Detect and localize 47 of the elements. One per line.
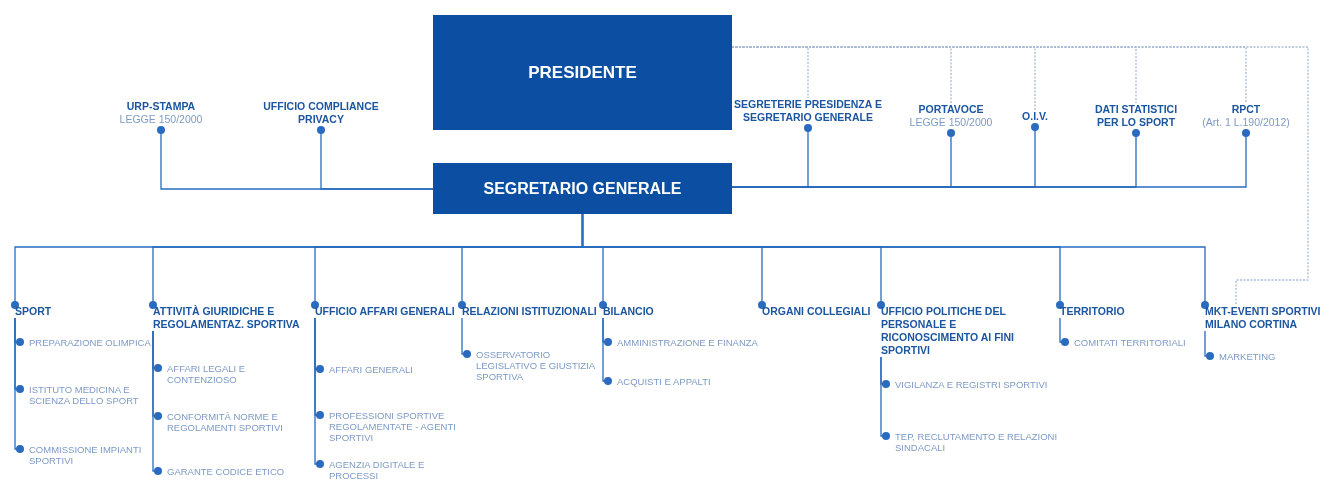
connector-line bbox=[14, 317, 24, 453]
office-label: ATTIVITÀ GIURIDICHE E REGOLAMENTAZ. SPORTIVA bbox=[153, 305, 303, 331]
connector-line bbox=[880, 356, 890, 440]
office-label: TERRITORIO bbox=[1060, 305, 1200, 318]
connector-line bbox=[1204, 330, 1214, 360]
connector-line bbox=[317, 126, 434, 190]
connector-line bbox=[314, 317, 324, 468]
office-label: O.I.V. bbox=[1013, 110, 1057, 123]
office-name: PORTAVOCE bbox=[917, 103, 985, 116]
sub-office-label: MARKETING bbox=[1210, 351, 1331, 362]
office-label: ORGANI COLLEGIALI bbox=[762, 305, 872, 318]
office-name: URP-STAMPA bbox=[125, 100, 197, 113]
office-label: BILANCIO bbox=[603, 305, 753, 318]
office-label: SPORT bbox=[15, 305, 145, 318]
title-box: SEGRETARIO GENERALE bbox=[433, 163, 732, 214]
sub-office-label: CONFORMITÀ NORME E REGOLAMENTI SPORTIVI bbox=[158, 411, 313, 433]
office-label: UFFICIO COMPLIANCE PRIVACY bbox=[251, 100, 391, 126]
connector-line bbox=[602, 317, 612, 385]
office-note: LEGGE 150/2000 bbox=[908, 116, 994, 129]
sub-office-label: TEP, RECLUTAMENTO E RELAZIONI SINDACALI bbox=[886, 431, 1061, 453]
office-note: (Art. 1 L.190/2012) bbox=[1201, 116, 1291, 129]
office-note: LEGGE 150/2000 bbox=[118, 113, 204, 126]
office-label: DATI STATISTICI PER LO SPORT bbox=[1086, 103, 1186, 129]
connector-line bbox=[581, 213, 1209, 309]
office-label: SEGRETERIE PRESIDENZA E SEGRETARIO GENERALE bbox=[733, 98, 883, 124]
office-label: UFFICIO POLITICHE DEL PERSONALE E RICONOSCIMENTO AI FINI SPORTIVI bbox=[881, 305, 1051, 357]
sub-office-label: AMMINISTRAZIONE E FINANZA bbox=[608, 337, 763, 348]
sub-office-label: PREPARAZIONE OLIMPICA bbox=[20, 337, 155, 348]
sub-office-label: OSSERVATORIO LEGISLATIVO E GIUSTIZIA SPORTIVA bbox=[467, 349, 607, 382]
sub-office-label: AFFARI GENERALI bbox=[320, 364, 465, 375]
office-label: MKT-EVENTI SPORTIVI MILANO CORTINA bbox=[1205, 305, 1331, 331]
connector-line bbox=[152, 330, 162, 475]
sub-office-label: ACQUISTI E APPALTI bbox=[608, 376, 763, 387]
office-name: RPCT bbox=[1230, 103, 1262, 116]
sub-office-label: ISTITUTO MEDICINA E SCIENZA DELLO SPORT bbox=[20, 384, 155, 406]
sub-office-label: AFFARI LEGALI E CONTENZIOSO bbox=[158, 363, 313, 385]
connector-line bbox=[461, 317, 471, 358]
office-label: RELAZIONI ISTITUZIONALI bbox=[462, 305, 597, 318]
sub-office-label: GARANTE CODICE ETICO bbox=[158, 466, 313, 477]
sub-office-label: PROFESSIONI SPORTIVE REGOLAMENTATE - AGENTI SPORTIVI bbox=[320, 410, 465, 443]
sub-office-label: VIGILANZA E REGISTRI SPORTIVI bbox=[886, 379, 1061, 390]
sub-office-label: AGENZIA DIGITALE E PROCESSI bbox=[320, 459, 465, 481]
office-label: UFFICIO AFFARI GENERALI bbox=[315, 305, 455, 318]
sub-office-label: COMITATI TERRITORIALI bbox=[1065, 337, 1210, 348]
sub-office-label: COMMISSIONE IMPIANTI SPORTIVI bbox=[20, 444, 155, 466]
connector-line bbox=[1059, 317, 1069, 346]
title-box: PRESIDENTE bbox=[433, 15, 732, 130]
